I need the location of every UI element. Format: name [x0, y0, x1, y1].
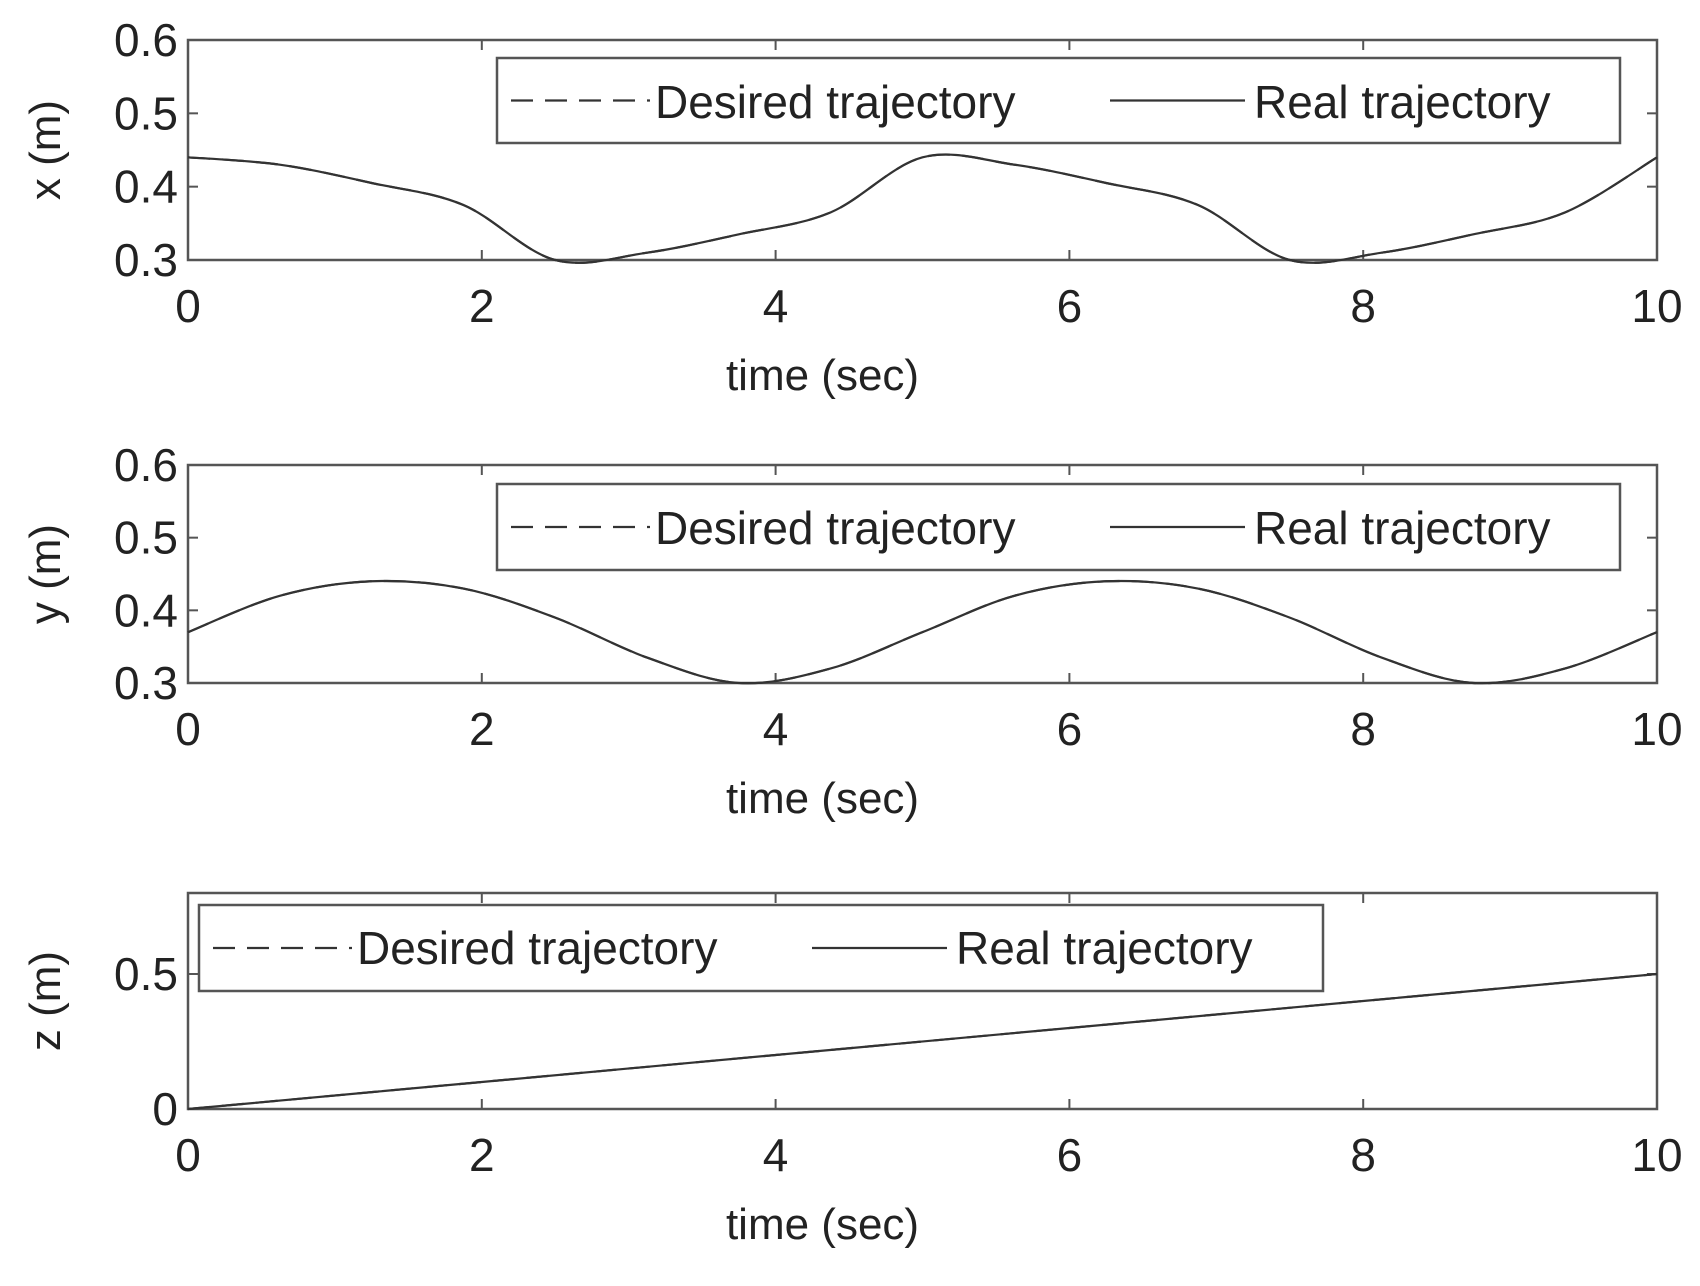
y-tick-label: 0.6	[114, 14, 178, 66]
x-tick-label: 2	[469, 703, 495, 755]
legend-box	[495, 482, 1622, 572]
legend: Desired trajectory Real trajectory	[197, 903, 1325, 993]
x-axis-label: time (sec)	[726, 1200, 919, 1249]
legend-entry-label: Real trajectory	[1254, 502, 1551, 554]
legend-entry-label: Desired trajectory	[655, 76, 1015, 128]
legend-entry-label: Real trajectory	[956, 922, 1253, 974]
x-tick-label: 10	[1631, 280, 1682, 332]
y-axis-label: x (m)	[21, 100, 70, 200]
x-tick-label: 8	[1350, 1129, 1376, 1181]
legend-entry-label: Real trajectory	[1254, 76, 1551, 128]
x-tick-label: 6	[1057, 280, 1083, 332]
y-tick-label: 0.4	[114, 161, 178, 213]
real-trajectory-line	[187, 972, 1658, 1111]
x-tick-label: 10	[1631, 1129, 1682, 1181]
panel-3: 0 2 4 6 8 10 0 0.5 time (sec) z (m) Desired trajec…	[21, 891, 1683, 1249]
y-tick-label: 0.3	[114, 657, 178, 709]
plot-frame	[186, 38, 1659, 262]
panel-2: 0 2 4 6 8 10 0.3 0.4 0.5 0.6 time (sec) y (m) Desire…	[21, 439, 1683, 823]
legend-box	[495, 56, 1622, 145]
y-tick-label: 0.5	[114, 87, 178, 139]
legend-entry-label: Desired trajectory	[655, 502, 1015, 554]
x-tick-label: 6	[1057, 703, 1083, 755]
plot-frame	[186, 463, 1659, 685]
x-axis-label: time (sec)	[726, 774, 919, 823]
y-axis-label: z (m)	[21, 951, 70, 1051]
plot-frame	[186, 891, 1659, 1111]
y-axis-label: y (m)	[21, 524, 70, 624]
x-tick-label: 0	[175, 703, 201, 755]
x-tick-label: 4	[763, 703, 789, 755]
x-tick-label: 4	[763, 1129, 789, 1181]
x-tick-label: 0	[175, 1129, 201, 1181]
x-tick-label: 4	[763, 280, 789, 332]
legend-box	[197, 903, 1325, 993]
x-tick-label: 2	[469, 1129, 495, 1181]
desired-trajectory-line	[187, 153, 1658, 264]
y-tick-label: 0.4	[114, 584, 178, 636]
y-tick-label: 0	[152, 1083, 178, 1135]
legend: Desired trajectory Real trajectory	[495, 482, 1622, 572]
x-axis-label: time (sec)	[726, 351, 919, 400]
x-tick-label: 8	[1350, 703, 1376, 755]
x-tick-label: 10	[1631, 703, 1682, 755]
legend: Desired trajectory Real trajectory	[495, 56, 1622, 145]
real-trajectory-line	[187, 579, 1658, 685]
y-tick-label: 0.5	[114, 512, 178, 564]
legend-entry-label: Desired trajectory	[357, 922, 717, 974]
x-tick-label: 0	[175, 280, 201, 332]
x-tick-label: 6	[1057, 1129, 1083, 1181]
y-tick-label: 0.3	[114, 234, 178, 286]
real-trajectory-line	[187, 153, 1658, 264]
panel-1: 0 2 4 6 8 10 0.3 0.4 0.5 0.6 time (sec) x (m) Desire…	[21, 14, 1683, 400]
y-tick-label: 0.5	[114, 948, 178, 1000]
x-tick-label: 8	[1350, 280, 1376, 332]
y-tick-label: 0.6	[114, 439, 178, 491]
x-tick-label: 2	[469, 280, 495, 332]
